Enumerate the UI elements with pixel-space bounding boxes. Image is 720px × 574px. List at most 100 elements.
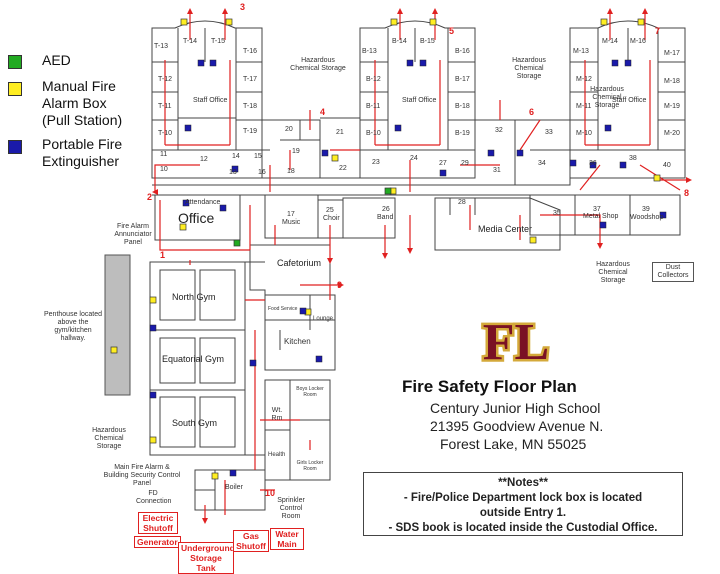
alarm-legend-line3: (Pull Station) [42,112,123,128]
room-36: 36 [589,160,597,167]
room-12: 12 [200,156,208,163]
food-service-label: Food Service [268,306,298,312]
media-center-label: Media Center [478,224,533,234]
room-b11: B-11 [366,103,381,110]
alarm-legend-line2: Alarm Box [42,95,107,111]
hazardous-storage-4: Hazardous Chemical Storage [596,261,630,284]
room-11: 11 [160,151,168,158]
gas-shutoff-label: Gas Shutoff [233,530,269,552]
notes-box: **Notes** - Fire/Police Department lock … [363,472,683,536]
hazardous-storage-2: Hazardous Chemical Storage [512,57,546,80]
boiler-label: Boiler [225,484,243,491]
room-23: 23 [372,159,380,166]
music-label: Music [282,219,301,226]
room-40: 40 [663,162,671,169]
sprinkler-room-label: Sprinkler Control Room [277,497,305,520]
room-27: 27 [439,160,447,167]
room-t14: T-14 [183,38,198,45]
room-t12: T-12 [158,76,173,83]
notes-line1: - Fire/Police Department lock box is loc… [403,492,643,504]
lounge-label: Lounge [313,316,334,322]
fire-alarm-panel-label: Fire Alarm Annunciator Panel [114,223,152,246]
room-10: 10 [160,166,168,173]
office-label: Office [178,210,215,226]
room-m10: M-10 [576,130,592,137]
generator-label: Generator [134,536,181,548]
room-m12: M-12 [576,76,592,83]
staff-office-b: Staff Office [402,97,437,104]
room-13: 13 [229,169,237,176]
room-b14: B-14 [392,38,407,45]
room-b10: B-10 [366,130,381,137]
room-15: 15 [254,153,262,160]
room-14: 14 [232,153,240,160]
room-b19: B-19 [455,130,470,137]
wt-rm-label: Wt. Rm [271,407,283,422]
extinguisher-legend-line2: Extinguisher [42,153,120,169]
room-b15: B-15 [420,38,435,45]
room-18: 18 [287,168,295,175]
exit-6: 6 [529,107,535,117]
room-39: 39 [642,206,650,213]
hazardous-storage-3: Hazardous Chemical Storage [590,86,624,109]
room-16: 16 [258,169,266,176]
room-22: 22 [339,165,347,172]
hazardous-storage-1: Hazardous Chemical Storage [290,57,346,72]
school-street: 21395 Goodview Avenue N. [430,418,604,434]
room-31: 31 [493,167,501,174]
room-m11: M-11 [576,103,592,110]
girls-locker-label: Girls Locker Room [296,460,324,472]
room-20: 20 [285,126,293,133]
staff-office-t: Staff Office [193,97,228,104]
boys-locker-label: Boys Locker Room [296,386,324,398]
exit-9: 9 [337,280,343,290]
room-21: 21 [336,129,344,136]
alarm-legend-swatch [8,82,22,96]
alarm-legend-line1: Manual Fire [42,78,116,94]
metal-shop-label: Metal Shop [583,213,619,220]
notes-line2: outside Entry 1. [479,507,567,519]
extinguisher-legend-swatch [8,140,22,154]
fd-connection-label: FD Connection [136,490,172,505]
extinguisher-legend-line1: Portable Fire [42,136,123,152]
music-num: 17 [287,211,295,218]
room-38: 38 [629,155,637,162]
kitchen-label: Kitchen [284,337,311,346]
room-t19: T-19 [243,128,258,135]
room-b12: B-12 [366,76,381,83]
room-34: 34 [538,160,546,167]
exit-4: 4 [320,107,326,117]
notes-heading: **Notes** [498,477,548,489]
plan-title: Fire Safety Floor Plan [402,377,577,396]
school-logo: FL FL [480,312,551,374]
cafetorium-label: Cafetorium [277,258,322,268]
staff-office-m: Staff Office [612,97,647,104]
room-m18: M-18 [664,78,680,85]
room-37: 37 [593,206,601,213]
room-t18: T-18 [243,103,258,110]
room-b16: B-16 [455,48,470,55]
room-m20: M-20 [664,130,680,137]
exit-2: 2 [147,192,153,202]
exit-3: 3 [240,2,246,12]
main-fire-alarm-label: Main Fire Alarm & Building Security Cont… [103,464,181,487]
room-33: 33 [545,129,553,136]
aed-legend-swatch [8,55,22,69]
electric-shutoff-label: Electric Shutoff [138,512,178,534]
room-19: 19 [292,148,300,155]
exit-7: 7 [655,26,661,36]
choir-num: 25 [326,207,334,214]
penthouse-label: Penthouse located above the gym/kitchen … [44,311,102,342]
exit-10: 10 [265,488,276,498]
woodshop-label: Woodshop [630,214,664,221]
band-label: Band [377,214,394,221]
room-t11: T-11 [158,103,172,110]
room-t10: T-10 [158,130,173,137]
south-gym-label: South Gym [172,418,218,428]
aed-legend-label: AED [42,52,71,68]
dust-collectors-label: Dust Collectors [652,262,694,282]
room-m17: M-17 [664,50,680,57]
svg-text:FL: FL [483,314,549,371]
room-29: 29 [461,160,469,167]
